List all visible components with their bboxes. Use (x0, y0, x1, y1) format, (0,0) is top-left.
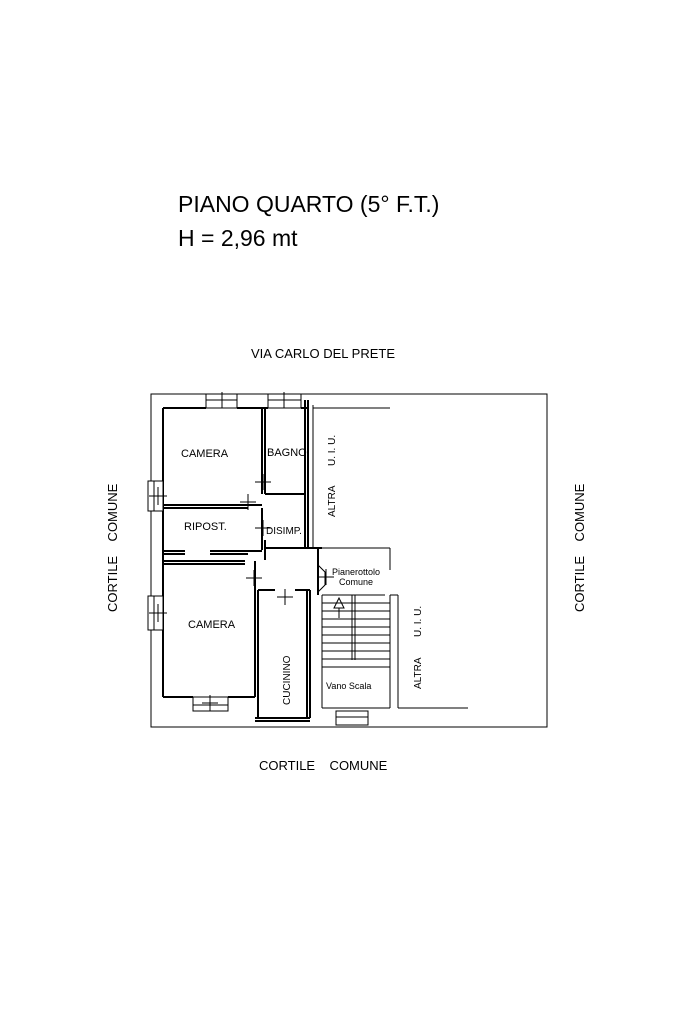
plan-outline (150, 393, 548, 728)
room-label-comune: Comune (339, 577, 373, 587)
room-label-camera-top: CAMERA (181, 448, 229, 460)
label-altra-1: ALTRA (327, 485, 338, 517)
crosshair-marks (149, 392, 334, 711)
room-label-camera-bottom: CAMERA (188, 619, 236, 631)
other-unit-lines (312, 405, 468, 709)
room-label-ripost: RIPOST. (184, 521, 227, 533)
room-labels: CAMERA BAGNO RIPOST. DISIMP. CAMERA CUCI… (181, 435, 424, 705)
label-street-north: VIA CARLO DEL PRETE (251, 346, 395, 361)
room-label-pianerottolo: Pianerottolo (332, 567, 380, 577)
room-label-cucinino: CUCININO (282, 655, 293, 705)
stair-treads (322, 602, 390, 668)
apartment-walls (162, 400, 322, 722)
label-courtyard-west: CORTILE COMUNE (105, 483, 120, 612)
room-label-vano-scala: Vano Scala (326, 681, 371, 691)
label-altra-2: ALTRA (413, 657, 424, 689)
ceiling-height-label: H = 2,96 mt (178, 225, 298, 251)
stair-core (308, 547, 391, 709)
label-courtyard-south: CORTILE COMUNE (259, 758, 388, 773)
label-courtyard-east: CORTILE COMUNE (572, 483, 587, 612)
room-label-bagno: BAGNO (267, 447, 307, 459)
floor-title: PIANO QUARTO (5° F.T.) (178, 191, 440, 217)
surrounding-labels: VIA CARLO DEL PRETE CORTILE COMUNE CORTI… (105, 346, 587, 773)
label-uiu-1: U. I. U. (327, 435, 338, 466)
label-uiu-2: U. I. U. (413, 606, 424, 637)
room-label-disimp: DISIMP. (266, 526, 302, 537)
